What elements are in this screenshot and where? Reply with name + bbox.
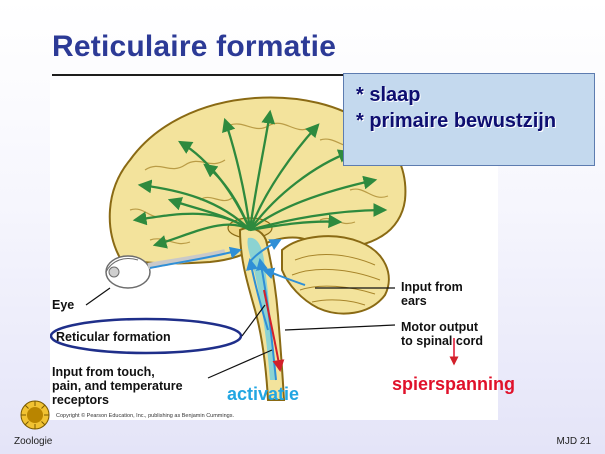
- cerebellum: [282, 236, 389, 313]
- label-touch-line3: receptors: [52, 393, 109, 407]
- footer-slide-number: MJD 21: [557, 436, 591, 447]
- label-touch-line2: pain, and temperature: [52, 379, 183, 393]
- callout-box: * slaap * primaire bewustzijn: [343, 73, 595, 166]
- label-ears-line2: ears: [401, 294, 427, 308]
- label-motor-line2: to spinal cord: [401, 334, 483, 348]
- label-touch-line1: Input from touch,: [52, 365, 155, 379]
- muscle-tone-label: spierspanning: [392, 374, 515, 395]
- label-reticular-formation: Reticular formation: [56, 330, 171, 344]
- sun-seal-logo-icon: [20, 400, 50, 430]
- footer-course: Zoologie: [14, 436, 52, 447]
- label-eye: Eye: [52, 298, 74, 312]
- copyright-text: Copyright © Pearson Education, Inc., pub…: [56, 413, 234, 419]
- callout-line-consciousness: * primaire bewustzijn: [356, 108, 594, 134]
- slide-title: Reticulaire formatie: [52, 30, 336, 64]
- callout-line-sleep: * slaap: [356, 82, 594, 108]
- label-motor-line1: Motor output: [401, 320, 478, 334]
- label-ears-line1: Input from: [401, 280, 463, 294]
- activation-label: activatie: [227, 384, 299, 405]
